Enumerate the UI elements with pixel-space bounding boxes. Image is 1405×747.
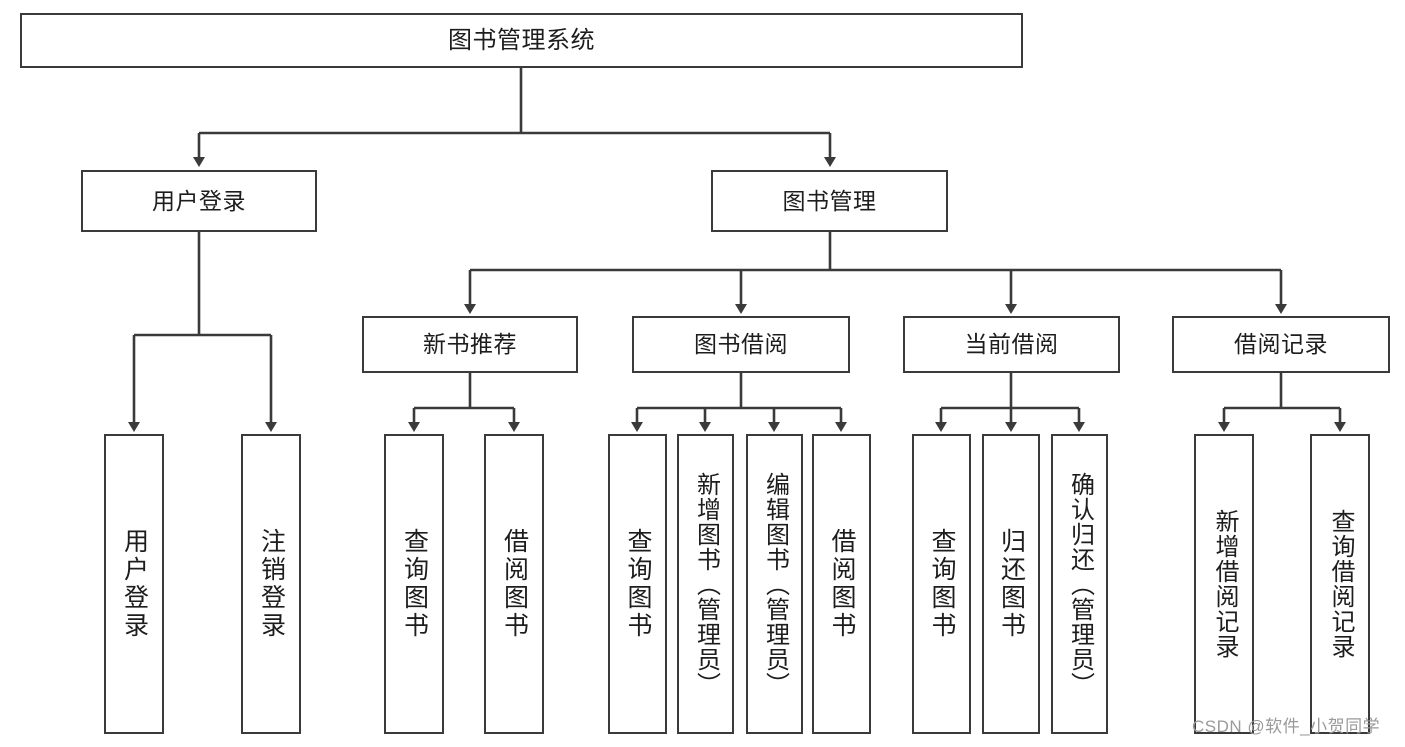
leaf-borrow-add-book-admin[interactable]: 新增图书（管理员） xyxy=(677,434,734,734)
node-label: 用户登录 xyxy=(152,187,246,214)
leaf-current-return-book[interactable]: 归还图书 xyxy=(982,434,1040,734)
leaf-borrow-borrow-book[interactable]: 借阅图书 xyxy=(812,434,871,734)
node-borrow-records[interactable]: 借阅记录 xyxy=(1172,316,1390,373)
node-label: 查询借阅记录 xyxy=(1327,509,1354,659)
leaf-new-book-query[interactable]: 查询图书 xyxy=(384,434,444,734)
node-new-book-recommend[interactable]: 新书推荐 xyxy=(362,316,578,373)
leaf-borrow-query-book[interactable]: 查询图书 xyxy=(608,434,667,734)
node-label: 当前借阅 xyxy=(964,331,1059,358)
node-label: 新增借阅记录 xyxy=(1211,509,1238,659)
node-book-management[interactable]: 图书管理 xyxy=(711,170,948,232)
node-label: 查询图书 xyxy=(400,528,429,640)
node-label: 借阅图书 xyxy=(500,528,529,640)
node-label: 新书推荐 xyxy=(423,331,517,358)
node-label: 查询图书 xyxy=(624,528,652,640)
node-label: 归还图书 xyxy=(997,528,1026,640)
leaf-borrow-edit-book-admin[interactable]: 编辑图书（管理员） xyxy=(746,434,803,734)
leaf-current-query-book[interactable]: 查询图书 xyxy=(912,434,971,734)
leaf-new-book-borrow[interactable]: 借阅图书 xyxy=(484,434,544,734)
leaf-user-logout[interactable]: 注销登录 xyxy=(241,434,301,734)
leaf-current-confirm-return-admin[interactable]: 确认归还（管理员） xyxy=(1051,434,1108,734)
node-label: 新增图书（管理员） xyxy=(692,471,720,697)
node-label: 注销登录 xyxy=(257,528,286,640)
node-label: 编辑图书（管理员） xyxy=(761,471,789,697)
node-label: 借阅记录 xyxy=(1234,331,1328,358)
leaf-records-query-record[interactable]: 查询借阅记录 xyxy=(1310,434,1370,734)
node-root-system[interactable]: 图书管理系统 xyxy=(20,13,1023,68)
node-label: 用户登录 xyxy=(120,528,149,640)
node-label: 查询图书 xyxy=(928,528,956,640)
node-label: 确认归还（管理员） xyxy=(1066,471,1094,697)
node-label: 图书借阅 xyxy=(694,331,788,358)
node-current-borrow[interactable]: 当前借阅 xyxy=(903,316,1120,373)
leaf-records-add-record[interactable]: 新增借阅记录 xyxy=(1194,434,1254,734)
node-label: 图书管理 xyxy=(782,187,877,214)
node-label: 借阅图书 xyxy=(828,528,856,640)
node-book-borrow[interactable]: 图书借阅 xyxy=(632,316,850,373)
node-label: 图书管理系统 xyxy=(448,26,595,54)
watermark: CSDN @软件_小贺同学 xyxy=(1192,717,1381,736)
node-user-login[interactable]: 用户登录 xyxy=(81,170,317,232)
leaf-user-login[interactable]: 用户登录 xyxy=(104,434,164,734)
